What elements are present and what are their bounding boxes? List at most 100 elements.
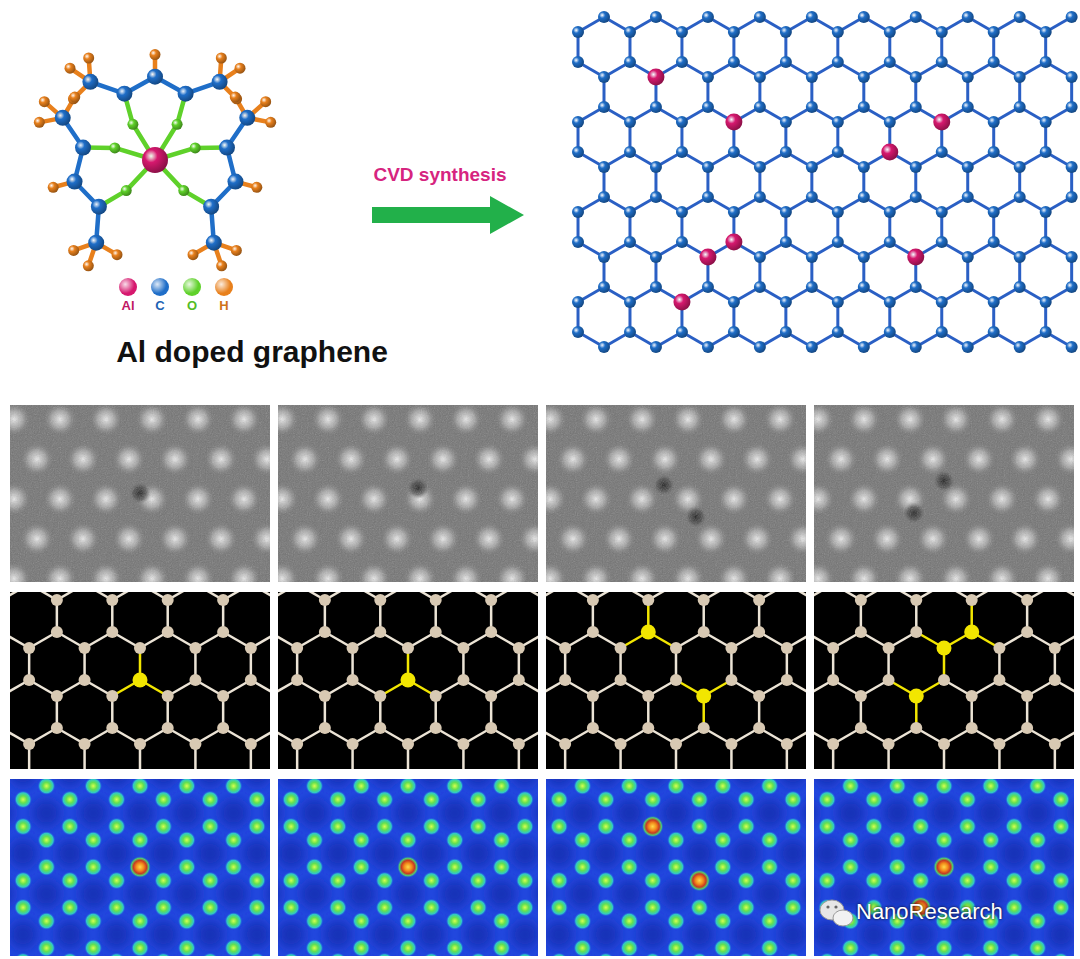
carbon-spot (982, 779, 1000, 795)
carbon-spot (865, 953, 883, 957)
hollow-shade (149, 840, 177, 868)
carbon-spot (178, 858, 196, 876)
carbon-atom (291, 738, 303, 750)
carbon-spot (714, 939, 732, 956)
carbon-spot (131, 779, 149, 795)
simulation-ground (546, 779, 806, 956)
carbon-spot (131, 831, 149, 849)
carbon-atom (858, 101, 870, 113)
legend-swatch (119, 278, 137, 296)
carbon-atom (806, 251, 818, 263)
carbon-spot (958, 953, 976, 957)
carbon-atom (513, 738, 525, 750)
hollow-shade (103, 921, 131, 949)
carbon-atom (962, 11, 974, 23)
carbon-atom (884, 56, 896, 68)
carbon-atom (650, 341, 662, 353)
al-spot (397, 856, 419, 878)
hollow-shade (511, 779, 538, 787)
carbon-spot (61, 953, 79, 957)
carbon-spot (225, 858, 243, 876)
carbon-atom (910, 626, 922, 638)
carbon-spot (935, 831, 953, 849)
carbon-spot (597, 953, 615, 957)
carbon-atom (572, 326, 584, 338)
carbon-spot (84, 912, 102, 930)
hollow-shade (779, 921, 806, 949)
carbon-spot (597, 899, 615, 917)
hollow-shade (907, 921, 935, 949)
carbon-spot (550, 791, 568, 809)
carbon-atom (966, 690, 978, 702)
atom (39, 96, 50, 107)
hollow-shade (953, 779, 981, 787)
al-atom (964, 625, 979, 640)
carbon-spot (305, 779, 323, 795)
carbon-spot (422, 953, 440, 957)
carbon-atom (1066, 71, 1078, 83)
carbon-spot (1052, 872, 1070, 890)
carbon-spot (737, 953, 755, 957)
hollow-shade (685, 921, 713, 949)
hollow-shade (685, 840, 713, 868)
carbon-spot (422, 791, 440, 809)
carbon-spot (61, 818, 79, 836)
carbon-atom (702, 281, 714, 293)
carbon-atom (780, 296, 792, 308)
atom (231, 245, 242, 256)
carbon-atom (624, 26, 636, 38)
hollow-shade (464, 779, 492, 787)
hollow-shade (56, 921, 84, 949)
hollow-shade (10, 840, 37, 868)
carbon-atom (858, 191, 870, 203)
image-panel (236, 546, 581, 798)
hollow-shade (814, 799, 818, 827)
carbon-spot (841, 779, 859, 795)
carbon-atom (702, 161, 714, 173)
carbon-atom (51, 626, 63, 638)
carbon-atom (650, 251, 662, 263)
carbon-atom (572, 116, 584, 128)
carbon-atom (698, 722, 710, 734)
simulation-ground (10, 779, 270, 956)
carbon-spot (597, 818, 615, 836)
al-dopant (725, 114, 742, 131)
carbon-atom (780, 206, 792, 218)
carbon-atom (134, 738, 146, 750)
carbon-spot (667, 779, 685, 795)
carbon-spot (573, 912, 591, 930)
carbon-atom (753, 594, 765, 606)
carbon-atom (725, 738, 737, 750)
hollow-shade (546, 880, 550, 908)
carbon-atom (319, 594, 331, 606)
carbon-atom (780, 146, 792, 158)
carbon-spot (573, 831, 591, 849)
carbon-spot (201, 953, 219, 957)
carbon-spot (329, 791, 347, 809)
carbon-atom (754, 251, 766, 263)
hollow-shade (860, 779, 888, 787)
carbon-atom (858, 71, 870, 83)
carbon-spot (690, 899, 708, 917)
atom (82, 74, 98, 90)
carbon-spot (37, 779, 55, 795)
carbon-spot (516, 899, 534, 917)
atom (216, 53, 227, 64)
carbon-spot (493, 912, 511, 930)
hollow-shade (1000, 921, 1028, 949)
carbon-atom (753, 690, 765, 702)
carbon-spot (912, 791, 930, 809)
carbon-atom (319, 722, 331, 734)
carbon-atom (51, 690, 63, 702)
carbon-spot (784, 899, 802, 917)
carbon-spot (14, 899, 32, 917)
carbon-atom (1040, 326, 1052, 338)
carbon-atom (827, 674, 839, 686)
carbon-spot (225, 779, 243, 795)
carbon-spot (1005, 818, 1023, 836)
carbon-atom (642, 594, 654, 606)
carbon-atom (698, 594, 710, 606)
hollow-shade (953, 840, 981, 868)
carbon-atom (781, 738, 793, 750)
carbon-atom (884, 206, 896, 218)
